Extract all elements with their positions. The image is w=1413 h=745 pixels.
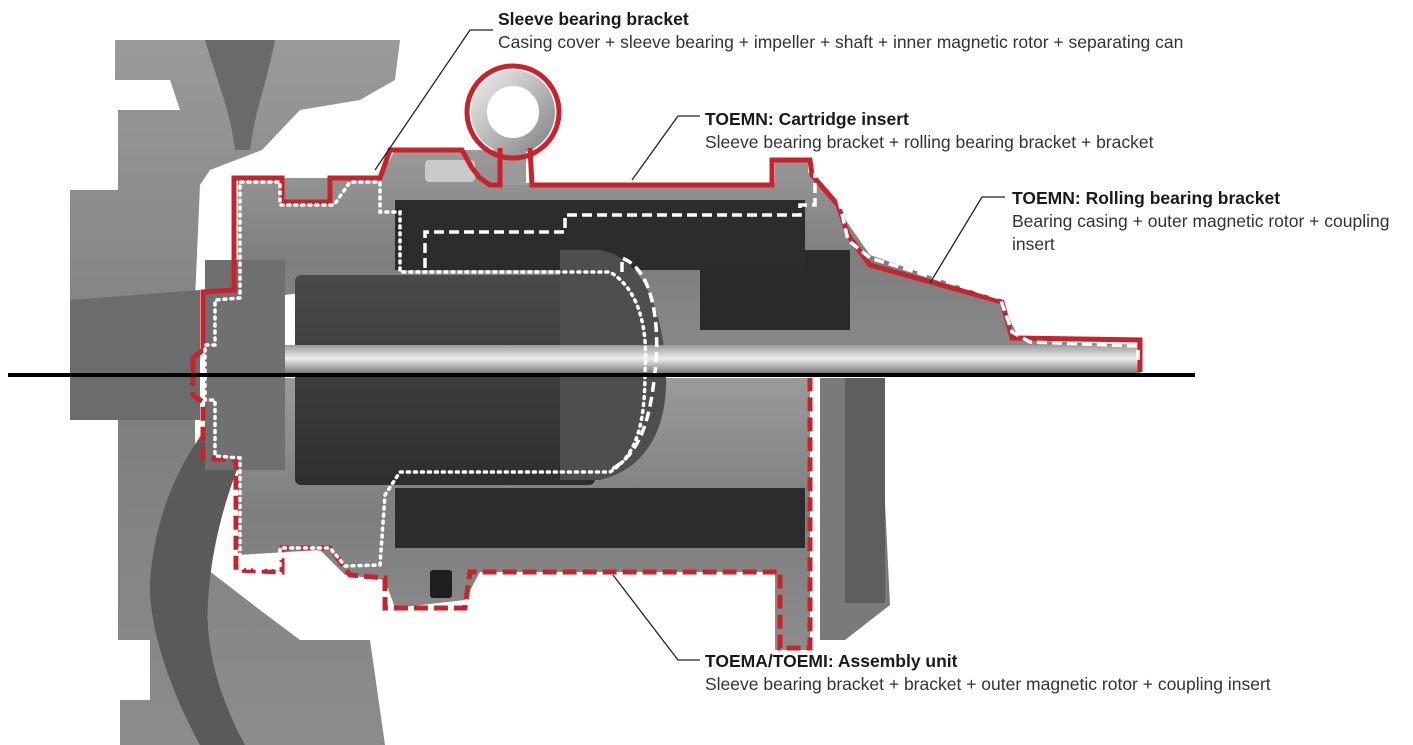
callout-description: Sleeve bearing bracket + rolling bearing… [705,132,1154,152]
rolling-bearing-bracket-outline [423,173,1140,472]
callout-rolling-bearing-bracket: TOEMN: Rolling bearing bracket Bearing c… [1012,187,1402,256]
sleeve-bearing-bracket-leader [374,29,493,171]
suction-channel [70,290,200,420]
callout-title: TOEMN: Cartridge insert [705,109,909,129]
callout-sleeve-bearing-bracket: Sleeve bearing bracket Casing cover + sl… [498,8,1398,54]
callout-description: Sleeve bearing bracket + bracket + outer… [705,674,1271,694]
shaft [205,345,1140,375]
callout-assembly-unit: TOEMA/TOEMI: Assembly unit Sleeve bearin… [705,650,1345,696]
impeller [205,260,285,470]
volute-casing [70,40,400,745]
bolt-top [425,160,475,182]
callout-description: Bearing casing + outer magnetic rotor + … [1012,211,1390,254]
rolling-bearing-bracket-leader [929,196,1005,284]
top-nozzle-channel [205,40,275,150]
sleeve-bearing-bracket-outline [203,180,648,570]
leader-lines [374,29,1005,661]
discharge-channel [149,430,245,745]
callout-title: Sleeve bearing bracket [498,9,689,29]
bolt-bottom [430,570,452,598]
callout-title: TOEMN: Rolling bearing bracket [1012,188,1281,208]
coupling-flange [845,378,885,603]
cartridge-insert-leader [631,115,700,181]
callout-title: TOEMA/TOEMI: Assembly unit [705,651,958,671]
cartridge-insert-outline-eye [464,63,562,161]
inner-magnetic-rotor [295,275,595,485]
eye-bolt [471,70,555,185]
outer-magnetic-rotor-bottom [395,488,805,548]
assembly-unit-leader [612,574,700,661]
eye-bolt-ring [471,70,555,154]
callout-cartridge-insert: TOEMN: Cartridge insert Sleeve bearing b… [705,108,1385,154]
callout-description: Casing cover + sleeve bearing + impeller… [498,32,1184,52]
